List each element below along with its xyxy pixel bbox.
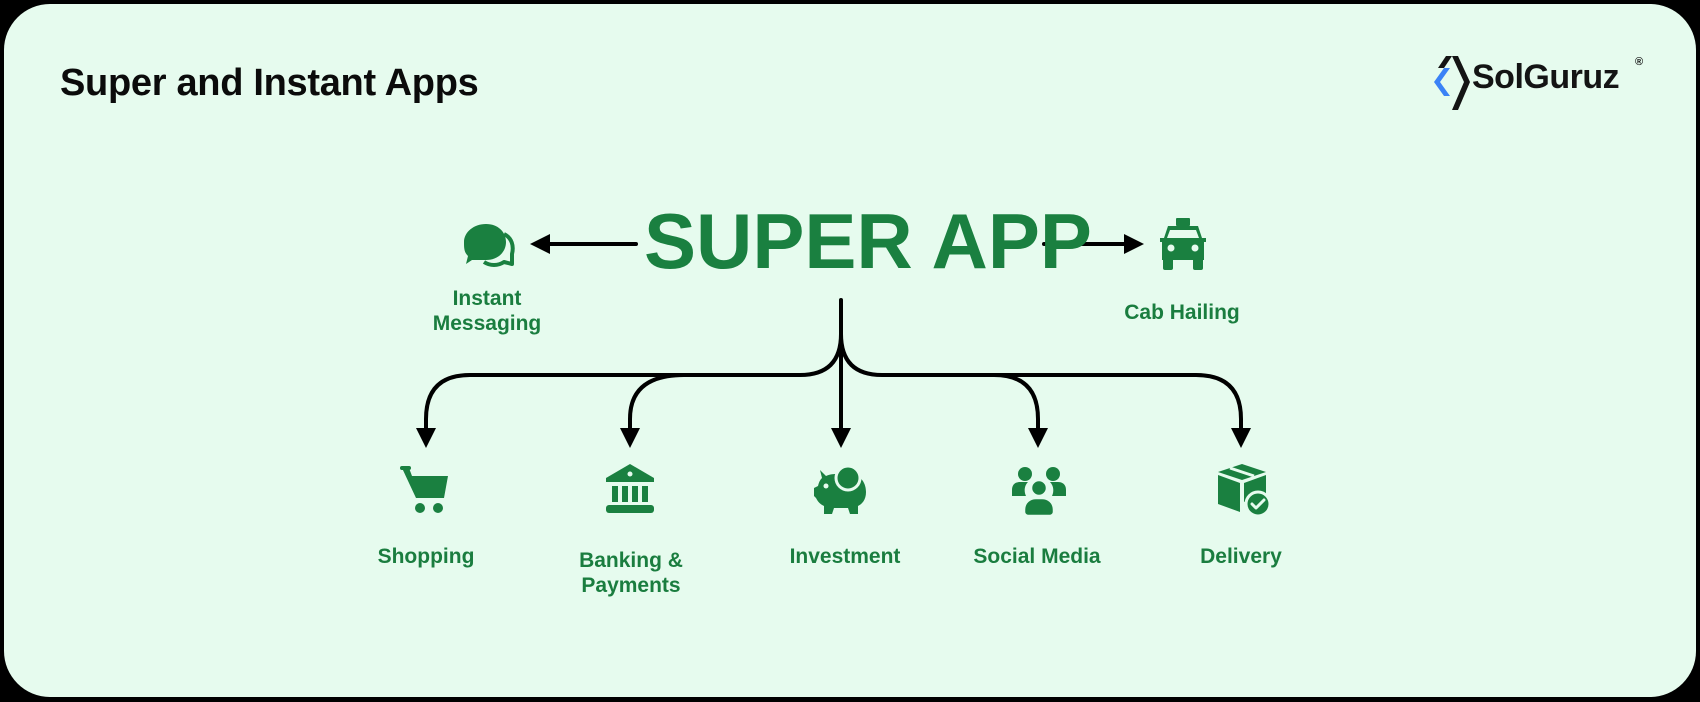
page-title: Super and Instant Apps	[60, 62, 479, 104]
people-group-icon	[1012, 467, 1066, 518]
label-instant-messaging: Instant Messaging	[432, 287, 542, 335]
package-check-icon	[1218, 464, 1272, 518]
registered-mark: ®	[1635, 56, 1644, 68]
diagram-card: Super and Instant Apps SolGuruz ®	[4, 4, 1696, 697]
bank-icon	[606, 464, 654, 513]
super-app-title: SUPER APP	[644, 197, 1092, 285]
label-social-media: Social Media	[973, 545, 1101, 568]
chat-bubbles-icon	[464, 224, 515, 267]
label-cab-hailing: Cab Hailing	[1124, 301, 1240, 324]
shopping-cart-icon	[400, 466, 448, 513]
label-shopping: Shopping	[377, 545, 475, 568]
taxi-icon	[1160, 218, 1206, 270]
label-banking-payments: Banking & Payments	[579, 549, 683, 597]
piggy-bank-icon	[814, 464, 866, 514]
logo-text: SolGuruz	[1472, 58, 1620, 96]
label-investment: Investment	[789, 545, 901, 568]
solguruz-logo-mark-icon	[1434, 56, 1470, 110]
label-delivery: Delivery	[1200, 545, 1282, 568]
connector-arrows	[416, 234, 1251, 448]
solguruz-logo: SolGuruz ®	[1428, 48, 1658, 114]
